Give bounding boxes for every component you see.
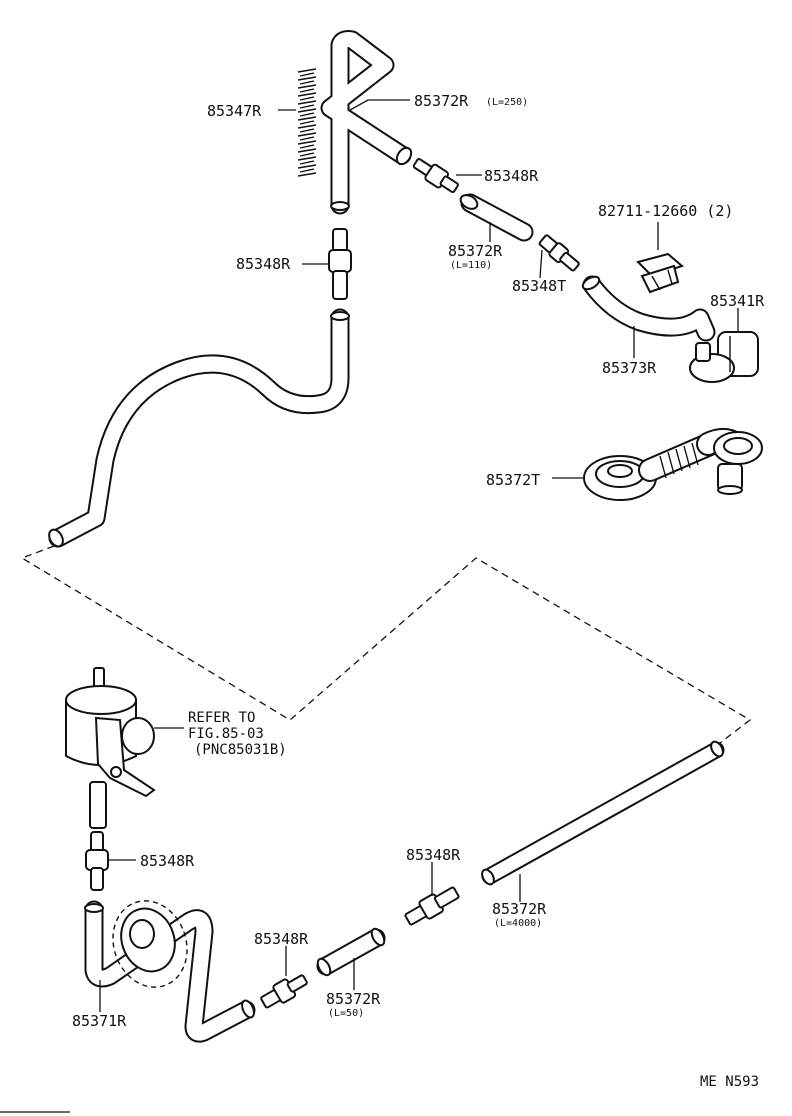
connector-85348r-e xyxy=(404,886,460,926)
connector-85348r-c xyxy=(85,831,109,891)
label-85372r-short: 85372R xyxy=(326,990,381,1008)
label-85348r-e: 85348R xyxy=(254,930,309,948)
clip-82711-12660 xyxy=(636,252,684,294)
label-85372r-top-length: (L=250) xyxy=(486,97,528,108)
label-85372t: 85372T xyxy=(486,471,540,489)
hose-85371r xyxy=(84,900,256,1043)
hose-85372t xyxy=(583,428,763,501)
connector-85348r-a xyxy=(412,158,459,194)
label-85348t: 85348T xyxy=(512,277,566,295)
hose-curved-upper xyxy=(48,308,350,548)
label-85341r: 85341R xyxy=(710,292,765,310)
label-85372r-mid-length: (L=110) xyxy=(450,260,492,271)
label-85348r-b: 85348R xyxy=(236,255,291,273)
hose-85372r-l4000 xyxy=(481,740,725,886)
connector-85348r-d xyxy=(260,974,308,1009)
refer-to-line2: FIG.85-03 xyxy=(188,726,264,742)
label-85347r: 85347R xyxy=(207,102,262,120)
nozzle-85341r xyxy=(689,331,759,383)
diagram-code: ME N593 xyxy=(700,1074,759,1090)
label-85372r-short-length: (L=50) xyxy=(328,1008,364,1019)
label-85348r-d: 85348R xyxy=(406,846,461,864)
label-85348r-c: 85348R xyxy=(140,852,195,870)
hose-85372r-l110 xyxy=(459,193,534,242)
washer-pump xyxy=(65,667,156,829)
label-85372r-mid: 85372R xyxy=(448,242,503,260)
label-82711-12660: 82711-12660 (2) xyxy=(598,202,733,220)
label-85372r-top: 85372R xyxy=(414,92,469,110)
label-85373r: 85373R xyxy=(602,359,657,377)
hose-85372r-l50 xyxy=(316,927,386,977)
hose-85373r xyxy=(581,275,716,342)
leader-lines xyxy=(99,99,739,1012)
connector-85348t xyxy=(538,234,580,272)
refer-to-line1: REFER TO xyxy=(188,710,255,726)
connector-85348r-b xyxy=(328,228,352,300)
continuation-line xyxy=(20,545,752,747)
spring-85347r xyxy=(297,68,317,177)
label-85372r-long-length: (L=4000) xyxy=(494,918,542,929)
label-85372r-long: 85372R xyxy=(492,900,547,918)
refer-to-line3: (PNC85031B) xyxy=(194,742,287,758)
label-85348r-a: 85348R xyxy=(484,167,539,185)
hose-85372r-l250 xyxy=(320,30,413,215)
label-85371r: 85371R xyxy=(72,1012,127,1030)
